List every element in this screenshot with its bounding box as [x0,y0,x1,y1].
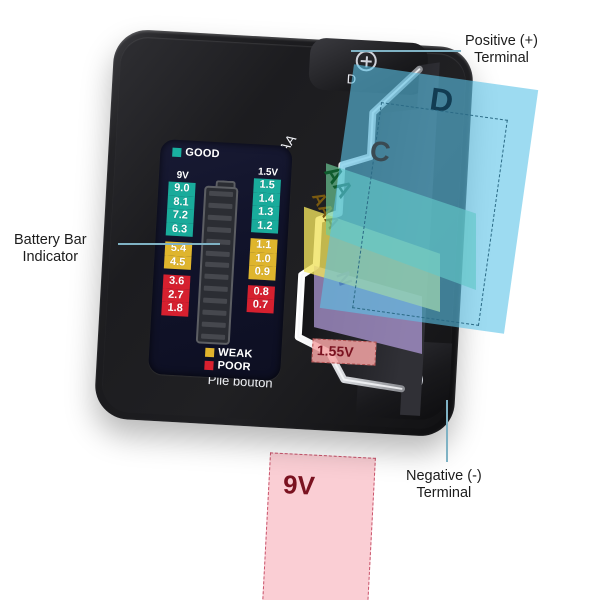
battery-segment [202,309,227,316]
scale-15v-cell: 0.7 [246,298,275,314]
battery-segment [200,333,226,340]
battery-bar-indicator-icon [195,179,242,349]
legend-weak-label: WEAK [217,346,253,361]
good-color-chip-icon [172,147,182,157]
annotation-positive-line2: Terminal [474,50,529,66]
battery-segment [208,190,234,198]
contour-svg [294,62,440,416]
leader-positive [351,50,461,52]
annotation-positive-line1: Positive (+) [465,33,538,49]
weak-color-chip-icon [204,347,215,357]
scale-15v-header: 1.5V [257,166,279,179]
legend-poor-row: POOR [204,359,252,374]
battery-segment [206,226,232,233]
legend-poor-label: POOR [217,359,251,374]
poor-color-chip-icon [204,360,214,370]
annotation-negative-line1: Negative (-) [406,468,482,484]
battery-segment [204,273,229,281]
annotation-positive-terminal: Positive (+) Terminal [465,33,538,67]
annotation-negative-terminal: Negative (-) Terminal [406,468,482,502]
lcd-inner: GOOD 9V 9.0 8.1 7.2 6.3 5.4 4.5 3.6 2.7 … [148,139,293,381]
battery-segment [201,321,226,328]
leader-battery-bar [118,243,220,245]
battery-segment [204,262,230,269]
battery-segment [203,285,228,293]
battery-segment [208,202,233,209]
annotation-negative-line2: Terminal [416,485,472,501]
leader-negative [446,400,448,462]
legend-good: GOOD [172,146,221,161]
battery-segment [202,297,228,305]
battery-segment [205,250,230,257]
scale-9v-cell: 1.8 [161,301,189,317]
legend-good-label: GOOD [185,146,221,161]
annotation-battery-bar: Battery Bar Indicator [14,232,87,266]
overlay-9v-label: 9V [282,469,316,501]
battery-segment [207,214,232,221]
overlay-9v [262,452,376,600]
annotation-battery-bar-line1: Battery Bar [14,232,87,248]
legend-weak-poor: WEAK POOR [204,346,253,375]
battery-slot-contour[interactable] [282,53,442,420]
battery-tester-device: D [93,28,475,438]
scale-15v: 1.5V 1.5 1.4 1.3 1.2 1.1 1.0 0.9 0.8 0.7 [246,166,282,314]
battery-bar-body [195,185,239,346]
lcd-screen: GOOD 9V 9.0 8.1 7.2 6.3 5.4 4.5 3.6 2.7 … [147,138,293,381]
scale-9v-header: 9V [176,169,189,182]
annotation-battery-bar-line2: Indicator [22,249,79,265]
